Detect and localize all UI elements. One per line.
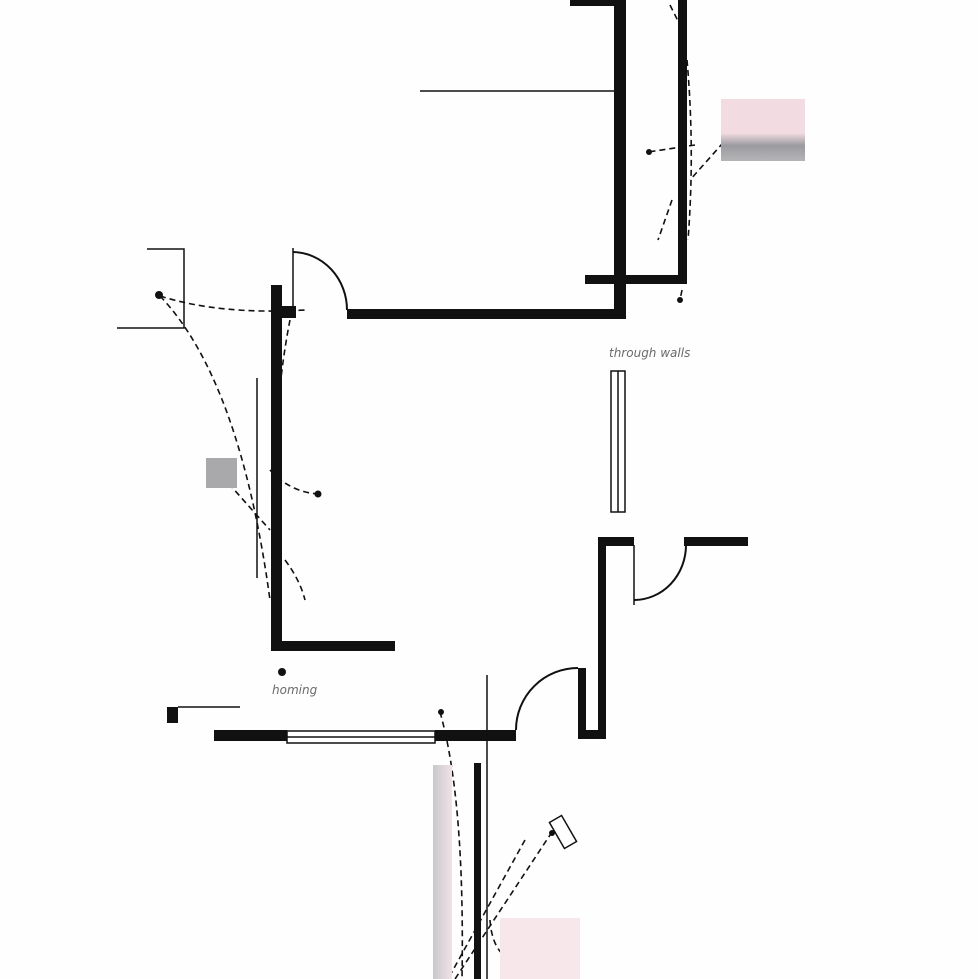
wall-top [570, 0, 624, 6]
wall-bottom-right-stub [684, 537, 748, 546]
window-small [548, 814, 578, 850]
door-arc-lower [515, 667, 579, 731]
wall-lower-foot [578, 730, 606, 739]
wall-left-vertical [271, 285, 282, 651]
wall-long-right [435, 730, 516, 741]
wall-small-block [167, 707, 178, 723]
door-arc-top [292, 251, 348, 311]
wall-vertical-right [678, 0, 687, 284]
wall-bottom-top [598, 537, 634, 546]
wall-block [282, 306, 296, 318]
label-through-walls: through walls [609, 346, 691, 360]
door-arc-right [633, 544, 687, 601]
wall-long-left [214, 730, 287, 741]
movement-paths [159, 4, 731, 979]
arrowheads [155, 149, 683, 836]
wall-bottom-column [474, 763, 481, 979]
wall-lower-vertical [578, 668, 586, 739]
photo-thumbnail-pink [500, 918, 580, 979]
wall-horizontal-mid [347, 309, 626, 319]
wall-left-bottom [271, 641, 395, 651]
wall-vertical-main [614, 0, 626, 318]
walls [167, 0, 748, 979]
photo-strip-vertical [433, 765, 452, 979]
wall-bottom-vertical [598, 537, 606, 739]
photo-thumbnail-gray [206, 458, 237, 488]
thin-lines [117, 90, 635, 979]
door-swings [292, 251, 687, 731]
windows [286, 370, 626, 850]
label-homing: homing [272, 683, 318, 697]
photo-thumbnail-building [721, 99, 805, 161]
wall-bottom-right [585, 275, 687, 284]
